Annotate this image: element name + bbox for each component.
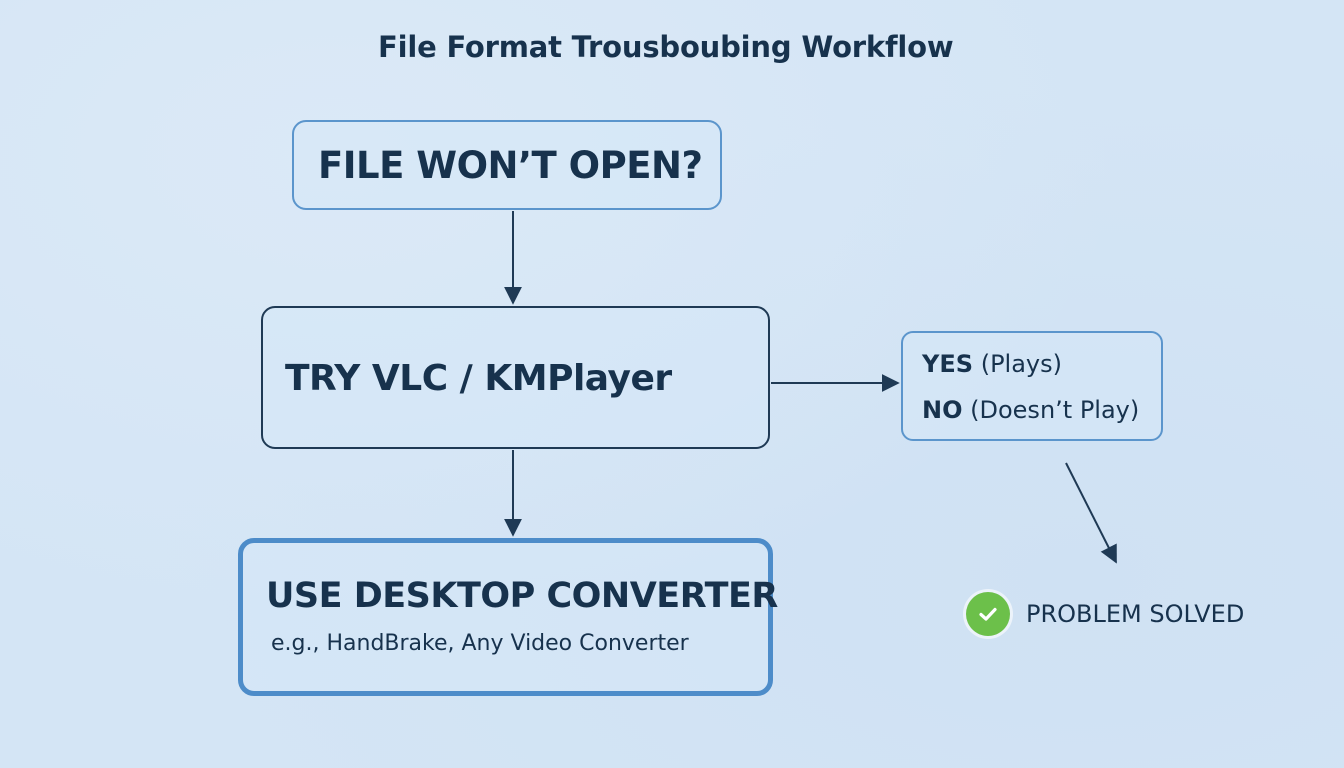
check-circle-icon <box>966 592 1010 636</box>
result-no-detail: (Doesn’t Play) <box>970 396 1140 424</box>
arrow-result-to-solved <box>1065 462 1117 564</box>
result-yes-key: YES <box>922 350 974 378</box>
node-try-player-label: TRY VLC / KMPlayer <box>285 358 672 399</box>
node-file-wont-open: FILE WON’T OPEN? <box>292 120 722 210</box>
node-converter-label: USE DESKTOP CONVERTER <box>266 576 778 616</box>
node-use-desktop-converter: USE DESKTOP CONVERTER e.g., HandBrake, A… <box>238 538 778 696</box>
diagram-title: File Format Trousboubing Workflow <box>378 30 954 64</box>
result-no-key: NO <box>922 396 963 424</box>
node-file-wont-open-label: FILE WON’T OPEN? <box>318 144 703 187</box>
result-yes-detail: (Plays) <box>980 350 1062 378</box>
problem-solved-label: PROBLEM SOLVED <box>1026 600 1245 628</box>
result-no-line: NO (Doesn’t Play) <box>922 396 1139 424</box>
problem-solved: PROBLEM SOLVED <box>966 592 1244 636</box>
node-try-player: TRY VLC / KMPlayer <box>261 306 770 449</box>
node-converter-examples: e.g., HandBrake, Any Video Converter <box>271 631 689 656</box>
result-yes-line: YES (Plays) <box>922 350 1062 378</box>
node-play-result: YES (Plays) NO (Doesn’t Play) <box>901 331 1163 441</box>
